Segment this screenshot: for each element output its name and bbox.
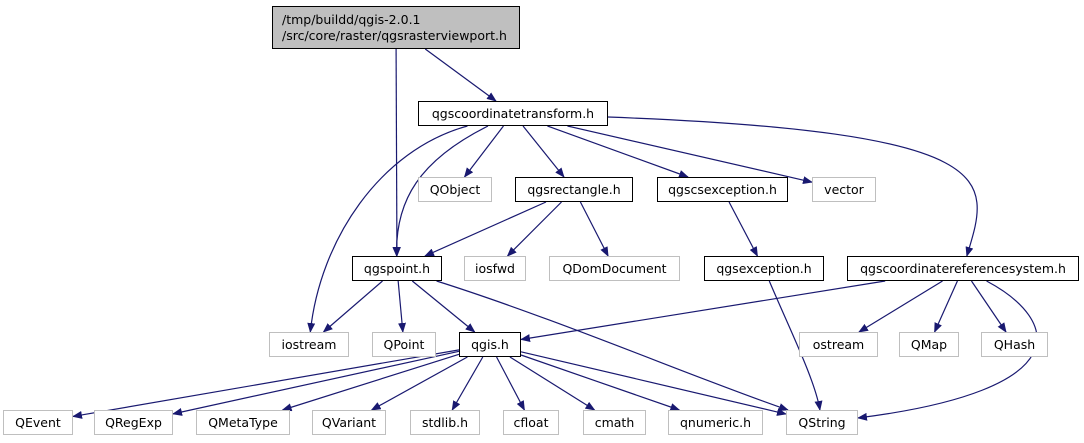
node-cmath[interactable]: cmath (583, 410, 646, 435)
edge-qgis-to-cmath (509, 356, 596, 411)
node-label: qgscoordinatereferencesystem.h (860, 260, 1066, 276)
edge-qgsrectangle-to-qdomdocument (579, 201, 609, 257)
node-label: ostream (812, 336, 865, 352)
edge-qgis-to-qregexp (172, 350, 460, 416)
node-qevent[interactable]: QEvent (3, 410, 73, 435)
edge-qgsrectangle-to-iosfwd (506, 201, 562, 257)
edge-qgsrectangle-to-qgspoint (424, 201, 547, 257)
edge-qgspoint-to-iostream (322, 280, 383, 333)
edge-qgscsexception-to-qgsexception (728, 201, 758, 257)
edge-qgis-to-qvariant (370, 356, 468, 411)
node-qmetatype[interactable]: QMetaType (196, 410, 290, 435)
node-qpoint[interactable]: QPoint (372, 332, 436, 357)
edge-qgscoordinatetransform-to-qgscsexception (547, 125, 689, 178)
edge-qgscrs-to-ostream (858, 280, 943, 333)
node-stdlib[interactable]: stdlib.h (410, 410, 480, 435)
node-label: stdlib.h (421, 414, 469, 430)
edge-qgis-to-qnumeric (520, 354, 681, 411)
node-label: vector (824, 181, 864, 197)
edge-qgis-to-qmetatype (281, 353, 460, 412)
node-label: QRegExp (105, 414, 162, 430)
node-label: qgspoint.h (363, 260, 431, 276)
node-label: QObject (429, 181, 481, 197)
node-ostream[interactable]: ostream (799, 332, 878, 357)
edge-qgscoordinatetransform-to-qgsrectangle (522, 125, 565, 178)
node-qgsexception[interactable]: qgsexception.h (704, 256, 824, 281)
edge-qgscrs-to-qgis (520, 280, 886, 343)
node-qgspoint[interactable]: qgspoint.h (352, 256, 442, 281)
edge-qgis-to-qevent (72, 349, 460, 419)
node-label: QMap (910, 336, 948, 352)
node-label: qgsrectangle.h (527, 181, 621, 197)
node-label: qgscoordinatetransform.h (431, 105, 595, 121)
edge-qgis-to-cfloat (496, 356, 525, 411)
node-qregexp[interactable]: QRegExp (94, 410, 173, 435)
node-label: qgis.h (471, 336, 509, 352)
node-qdomdocument[interactable]: QDomDocument (549, 256, 680, 281)
node-label: QString (798, 414, 846, 430)
edge-qgscoordinatetransform-to-iostream (307, 125, 468, 333)
node-label: QDomDocument (562, 260, 667, 276)
edge-qgscrs-to-qhash (970, 280, 1007, 333)
node-iostream[interactable]: iostream (269, 332, 349, 357)
edge-qgspoint-to-qstring (436, 280, 789, 411)
node-label: QVariant (321, 414, 377, 430)
edge-root-to-qgspoint (392, 48, 401, 257)
node-label: QHash (993, 336, 1036, 352)
node-label-line: /tmp/buildd/qgis-2.0.1 (282, 11, 421, 27)
node-cfloat[interactable]: cfloat (503, 410, 559, 435)
node-qmap[interactable]: QMap (899, 332, 959, 357)
node-qgscoordinatetransform[interactable]: qgscoordinatetransform.h (418, 101, 608, 126)
node-label: qgsexception.h (716, 260, 812, 276)
node-qgscsexception[interactable]: qgscsexception.h (657, 177, 788, 202)
node-qstring[interactable]: QString (786, 410, 858, 435)
node-label-line: /src/core/raster/qgsrasterviewport.h (282, 27, 507, 43)
edge-qgscoordinatetransform-to-qobject (463, 125, 504, 178)
edge-qgis-to-qstring (520, 351, 787, 416)
edge-qgscoordinatetransform-to-qgspoint (392, 125, 489, 257)
node-label: qgscsexception.h (668, 181, 777, 197)
edge-qgspoint-to-qpoint (397, 280, 407, 333)
node-qhash[interactable]: QHash (981, 332, 1048, 357)
node-label: qnumeric.h (679, 414, 752, 430)
node-vector[interactable]: vector (812, 177, 876, 202)
edge-qgspoint-to-qgis (411, 280, 476, 333)
node-label: iostream (281, 336, 337, 352)
node-qgscrs[interactable]: qgscoordinatereferencesystem.h (847, 256, 1079, 281)
node-label: cfloat (513, 414, 549, 430)
node-qgis[interactable]: qgis.h (459, 332, 521, 357)
node-label: QMetaType (208, 414, 278, 430)
node-label: iosfwd (475, 260, 515, 276)
node-qnumeric[interactable]: qnumeric.h (668, 410, 763, 435)
edge-qgscrs-to-qmap (934, 280, 958, 333)
node-label: cmath (594, 414, 635, 430)
node-qgsrectangle[interactable]: qgsrectangle.h (515, 177, 633, 202)
node-root[interactable]: /tmp/buildd/qgis-2.0.1/src/core/raster/q… (272, 6, 520, 49)
node-label: QEvent (15, 414, 61, 430)
edge-qgscoordinatetransform-to-qgscrs (607, 116, 978, 257)
node-qobject[interactable]: QObject (418, 177, 492, 202)
node-label: QPoint (383, 336, 425, 352)
node-iosfwd[interactable]: iosfwd (464, 256, 526, 281)
node-qvariant[interactable]: QVariant (312, 410, 386, 435)
edge-qgscoordinatetransform-to-vector (567, 125, 813, 185)
edge-root-to-qgscoordinatetransform (424, 48, 497, 102)
edge-qgis-to-stdlib (451, 356, 484, 411)
